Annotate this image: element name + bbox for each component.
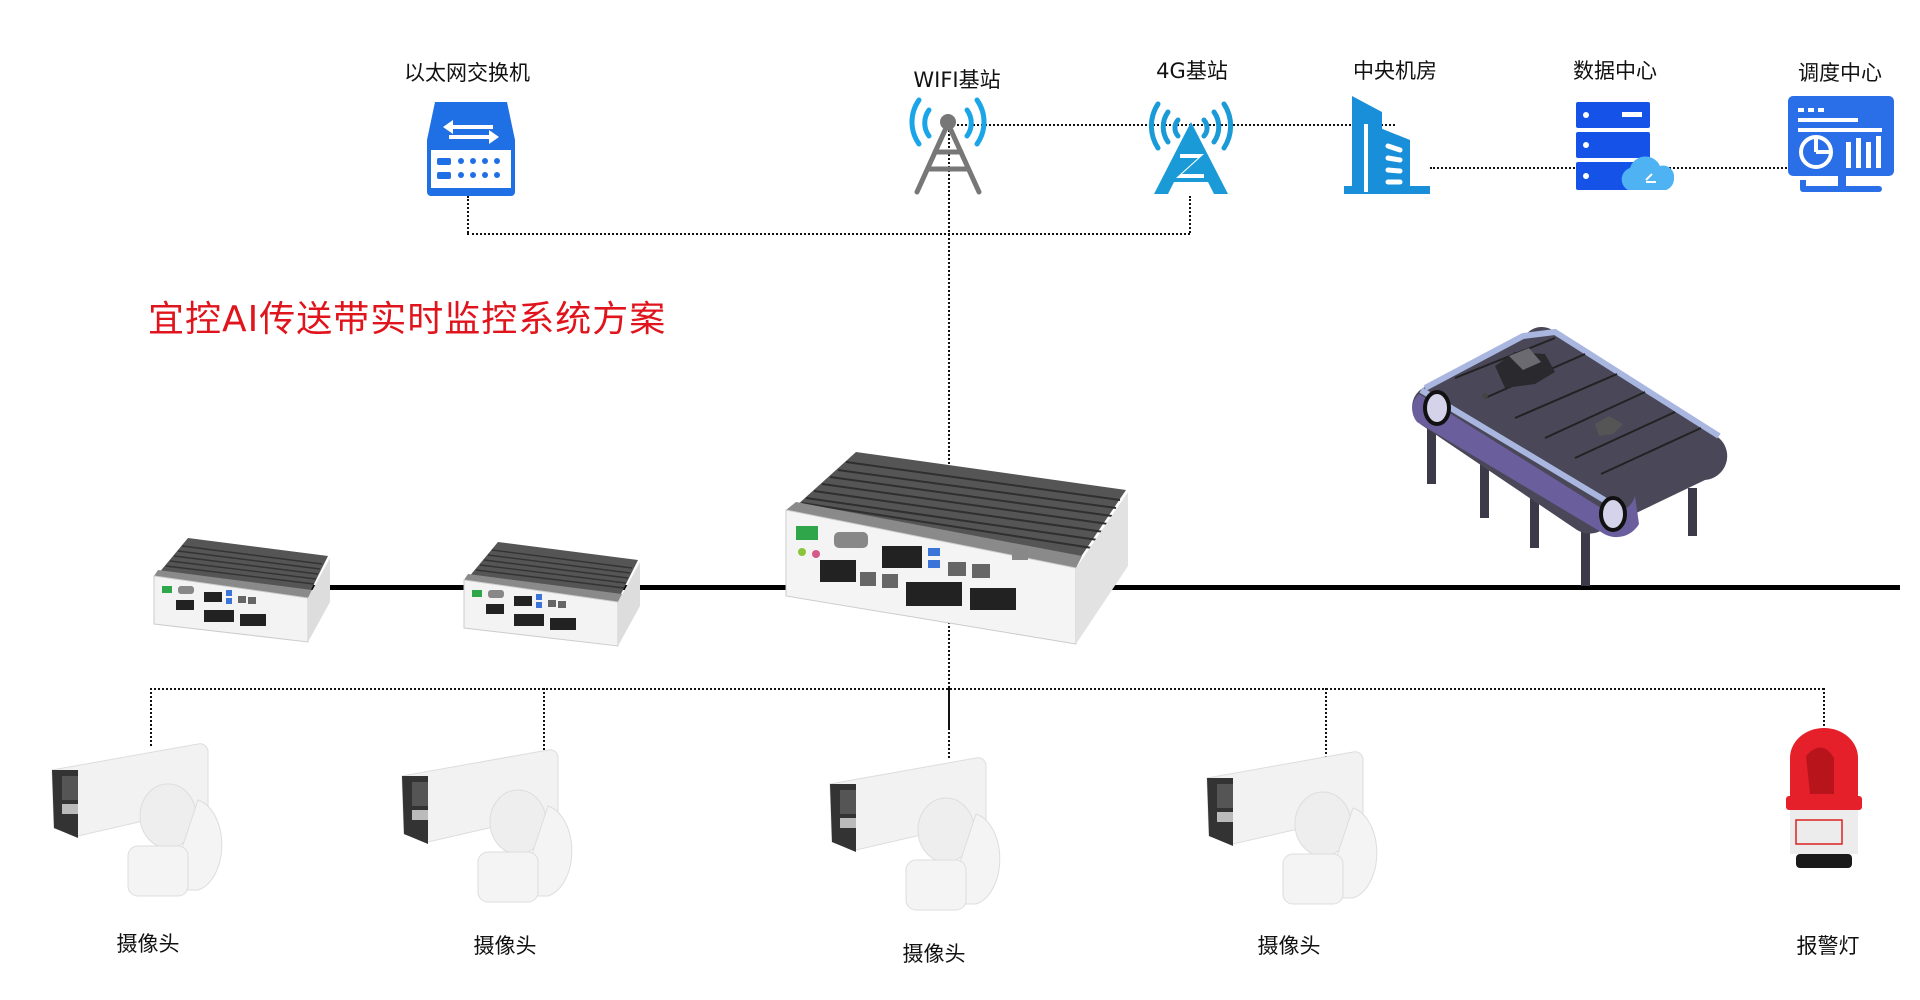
building-icon [1344, 96, 1430, 194]
link-trunk-vertical [948, 125, 950, 728]
main-edge-controller [785, 452, 1128, 645]
alarm-light-icon [1786, 728, 1862, 868]
server-cloud-icon [1576, 102, 1675, 190]
label-ethernet-switch: 以太网交换机 [404, 61, 530, 85]
label-data-center: 数据中心 [1573, 59, 1657, 83]
label-camera-3: 摄像头 [902, 942, 966, 966]
camera-icon-4 [1206, 751, 1378, 905]
drop-camera-2 [543, 688, 545, 758]
label-wifi-station: WIFI基站 [913, 68, 1001, 92]
dashboard-monitor-icon [1788, 96, 1894, 192]
4g-tower-icon [1148, 101, 1234, 194]
edge-controller-1 [153, 538, 330, 643]
link-bottom-bus [150, 688, 1824, 690]
label-dispatch-center: 调度中心 [1798, 61, 1882, 85]
diagram-title: 宜控AI传送带实时监控系统方案 [148, 299, 667, 340]
label-central-room: 中央机房 [1353, 59, 1437, 83]
label-camera-2: 摄像头 [473, 934, 537, 958]
link-4g-down [1189, 196, 1191, 233]
label-camera-1: 摄像头 [116, 932, 180, 956]
wifi-tower-icon [909, 97, 987, 195]
link-wifi-4g-center [950, 124, 1395, 126]
camera-icon-3 [829, 757, 1001, 911]
edge-controller-2 [463, 542, 640, 647]
label-4g-station: 4G基站 [1156, 59, 1228, 83]
conveyor-belt [1412, 326, 1728, 586]
link-switch-4g [467, 233, 1190, 235]
drop-camera-3 [948, 688, 950, 758]
drop-camera-1 [150, 688, 152, 746]
drop-alarm [1823, 688, 1825, 730]
link-switch-down [467, 196, 469, 233]
camera-icon-2 [401, 749, 573, 903]
label-camera-4: 摄像头 [1257, 934, 1321, 958]
ethernet-switch-icon [427, 102, 515, 196]
label-alarm-light: 报警灯 [1796, 934, 1860, 958]
drop-camera-4 [1325, 688, 1327, 758]
camera-icon-1 [51, 743, 223, 897]
